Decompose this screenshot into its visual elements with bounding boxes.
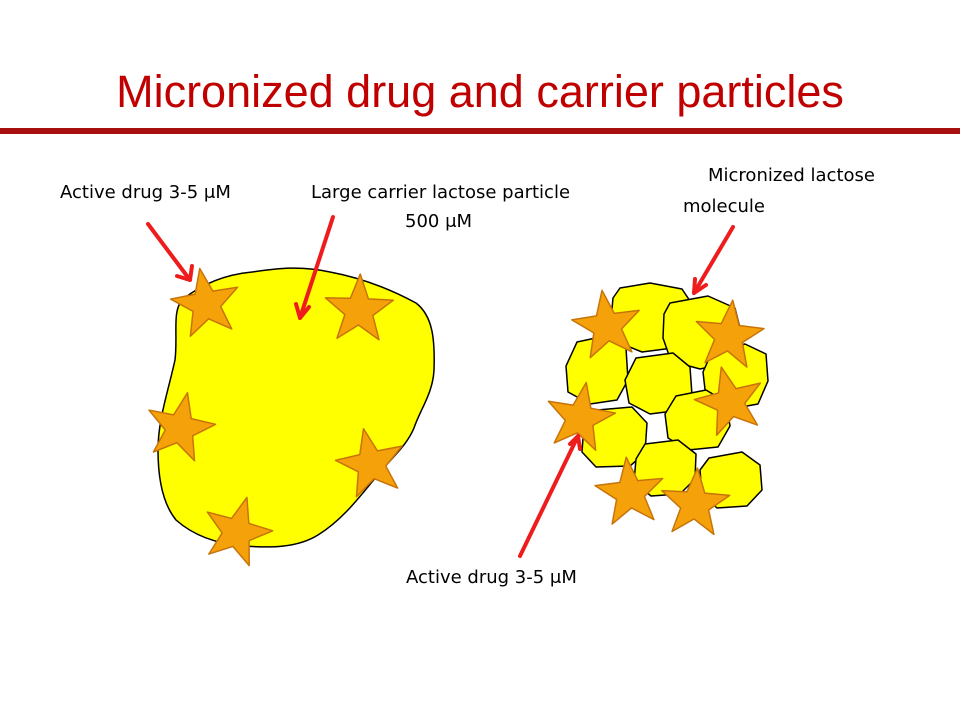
label-carrier-line2: 500 μM	[405, 211, 473, 232]
arrow-active-drug-left	[146, 222, 194, 282]
label-active-drug-left: Active drug 3-5 μM	[60, 182, 231, 203]
label-micronized-line1: Micronized lactose	[708, 165, 875, 186]
arrow-carrier-particle	[294, 215, 335, 320]
arrow-active-drug-bottom	[518, 434, 582, 558]
label-active-drug-bottom: Active drug 3-5 μM	[406, 567, 577, 588]
label-micronized-line2: molecule	[683, 196, 766, 217]
callout-arrows	[146, 215, 735, 558]
title-underline	[0, 128, 960, 134]
arrow-micronized-lactose	[692, 225, 735, 295]
label-carrier-line1: Large carrier lactose particle	[311, 182, 571, 203]
slide-title: Micronized drug and carrier particles	[116, 66, 844, 117]
